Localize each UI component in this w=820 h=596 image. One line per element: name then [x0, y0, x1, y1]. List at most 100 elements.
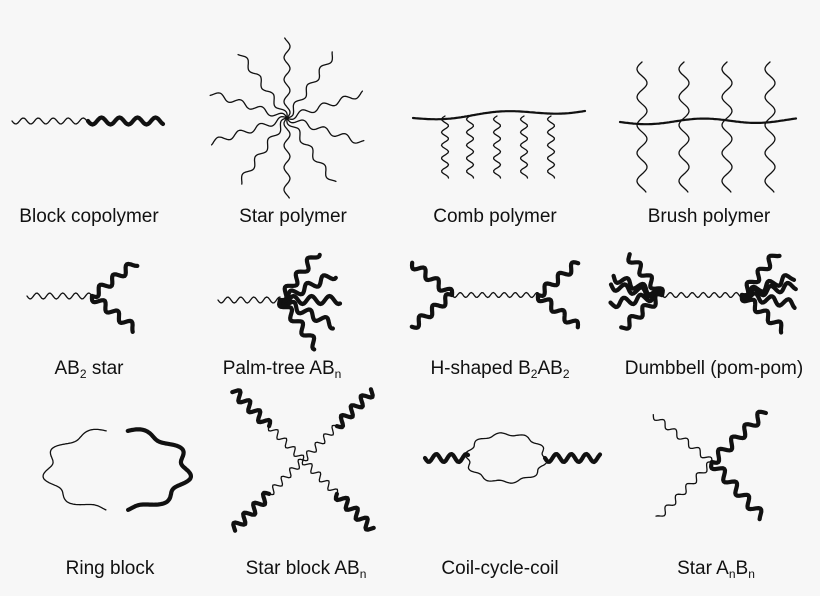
b-block	[230, 388, 273, 429]
b-arm	[619, 292, 665, 331]
b-block	[231, 490, 272, 533]
comb-polymer-label: Comb polymer	[385, 206, 605, 228]
b-arm	[277, 297, 317, 352]
brush-polymer-label: Brush polymer	[599, 206, 819, 228]
coil-cycle-coil-label: Coil-cycle-coil	[390, 558, 610, 580]
b-arm	[739, 253, 782, 298]
a-block	[302, 424, 338, 462]
ring-b-segment	[125, 427, 193, 512]
b-arm	[535, 292, 581, 330]
ring-block-drawing	[42, 427, 193, 512]
coil-left	[422, 451, 471, 465]
b-arm	[608, 282, 665, 299]
a-block	[301, 459, 339, 495]
brush-bristle	[678, 61, 690, 193]
star-arm	[209, 92, 288, 119]
ring-a-segment	[42, 428, 107, 511]
label-text: star	[86, 358, 124, 379]
coil-right	[542, 451, 603, 465]
palm-tree-abn-drawing	[217, 252, 343, 352]
b-block	[334, 387, 375, 430]
palm-tree-abn-label: Palm-tree ABn	[172, 358, 392, 380]
star-polymer-label: Star polymer	[183, 206, 403, 228]
block-b-chain	[85, 115, 166, 127]
b-arm	[277, 273, 338, 304]
ab2-star-label: AB2 star	[0, 358, 199, 380]
b-arm	[739, 292, 784, 335]
label-subscript: n	[334, 367, 342, 381]
a-chain	[26, 292, 93, 300]
h-shaped-b2ab2-label: H-shaped B2AB2	[390, 358, 610, 380]
b-arm	[409, 292, 455, 330]
star-polymer-drawing	[209, 37, 365, 199]
star-arm	[286, 117, 365, 144]
label-text: Ring block	[65, 558, 155, 579]
b-arm	[535, 260, 581, 298]
star-arm	[286, 90, 364, 121]
comb-tooth	[519, 115, 529, 179]
b-arm	[277, 252, 322, 303]
block-copolymer-drawing	[11, 115, 166, 127]
brush-bristle	[764, 61, 776, 193]
star-anbn-label: Star AnBn	[606, 558, 820, 580]
dumbbell-pom-pom-drawing	[608, 252, 798, 335]
block-a-chain	[11, 117, 89, 125]
b-arm	[89, 261, 140, 300]
cycle	[464, 432, 548, 484]
comb-tooth	[546, 115, 556, 179]
label-text: Star A	[677, 558, 729, 579]
a-arm	[652, 413, 713, 463]
label-text: Brush polymer	[647, 206, 771, 227]
comb-backbone	[411, 109, 587, 121]
star-arm	[237, 53, 288, 119]
a-chain	[217, 296, 281, 304]
comb-tooth	[492, 115, 502, 179]
brush-polymer-drawing	[618, 61, 798, 193]
a-chain	[661, 291, 743, 299]
brush-bristle	[721, 61, 733, 193]
b-arm	[409, 260, 455, 298]
label-text: B	[735, 558, 749, 579]
star-block-abn-drawing	[230, 387, 376, 533]
b-arm	[89, 293, 135, 334]
label-subscript: n	[728, 567, 736, 581]
label-text: Comb polymer	[433, 206, 557, 227]
label-subscript: 2	[79, 367, 87, 381]
comb-tooth	[440, 115, 450, 179]
brush-backbone	[618, 117, 798, 126]
label-subscript: n	[748, 567, 755, 581]
b-arm	[626, 252, 665, 298]
block-copolymer-label: Block copolymer	[0, 206, 199, 228]
label-text: Star block AB	[245, 558, 360, 579]
label-text: AB	[54, 358, 80, 379]
comb-polymer-drawing	[411, 109, 587, 179]
label-text: AB	[537, 358, 563, 379]
b-block	[333, 491, 376, 532]
star-arm	[286, 51, 334, 119]
ab2-star-drawing	[26, 261, 140, 334]
coil-cycle-coil-drawing	[422, 432, 603, 484]
a-block	[267, 425, 305, 461]
ring-block-label: Ring block	[0, 558, 220, 580]
star-block-abn-label: Star block ABn	[196, 558, 416, 580]
b-arm	[739, 280, 798, 301]
label-subscript: 2	[562, 367, 570, 381]
label-text: Block copolymer	[19, 206, 159, 227]
b-arm	[709, 409, 768, 465]
b-arm	[709, 459, 764, 522]
a-chain	[451, 291, 539, 299]
star-anbn-drawing	[652, 409, 768, 522]
comb-tooth	[465, 115, 475, 179]
dumbbell-pom-pom-label: Dumbbell (pom-pom)	[604, 358, 820, 380]
star-arm	[286, 117, 337, 183]
brush-bristle	[636, 61, 648, 193]
h-shaped-b2ab2-drawing	[409, 260, 581, 330]
star-arm	[283, 37, 291, 119]
label-text: Star polymer	[239, 206, 347, 227]
label-text: Dumbbell (pom-pom)	[624, 358, 804, 379]
label-subscript: n	[359, 567, 367, 581]
label-subscript: 2	[530, 367, 538, 381]
b-arm	[277, 293, 343, 307]
